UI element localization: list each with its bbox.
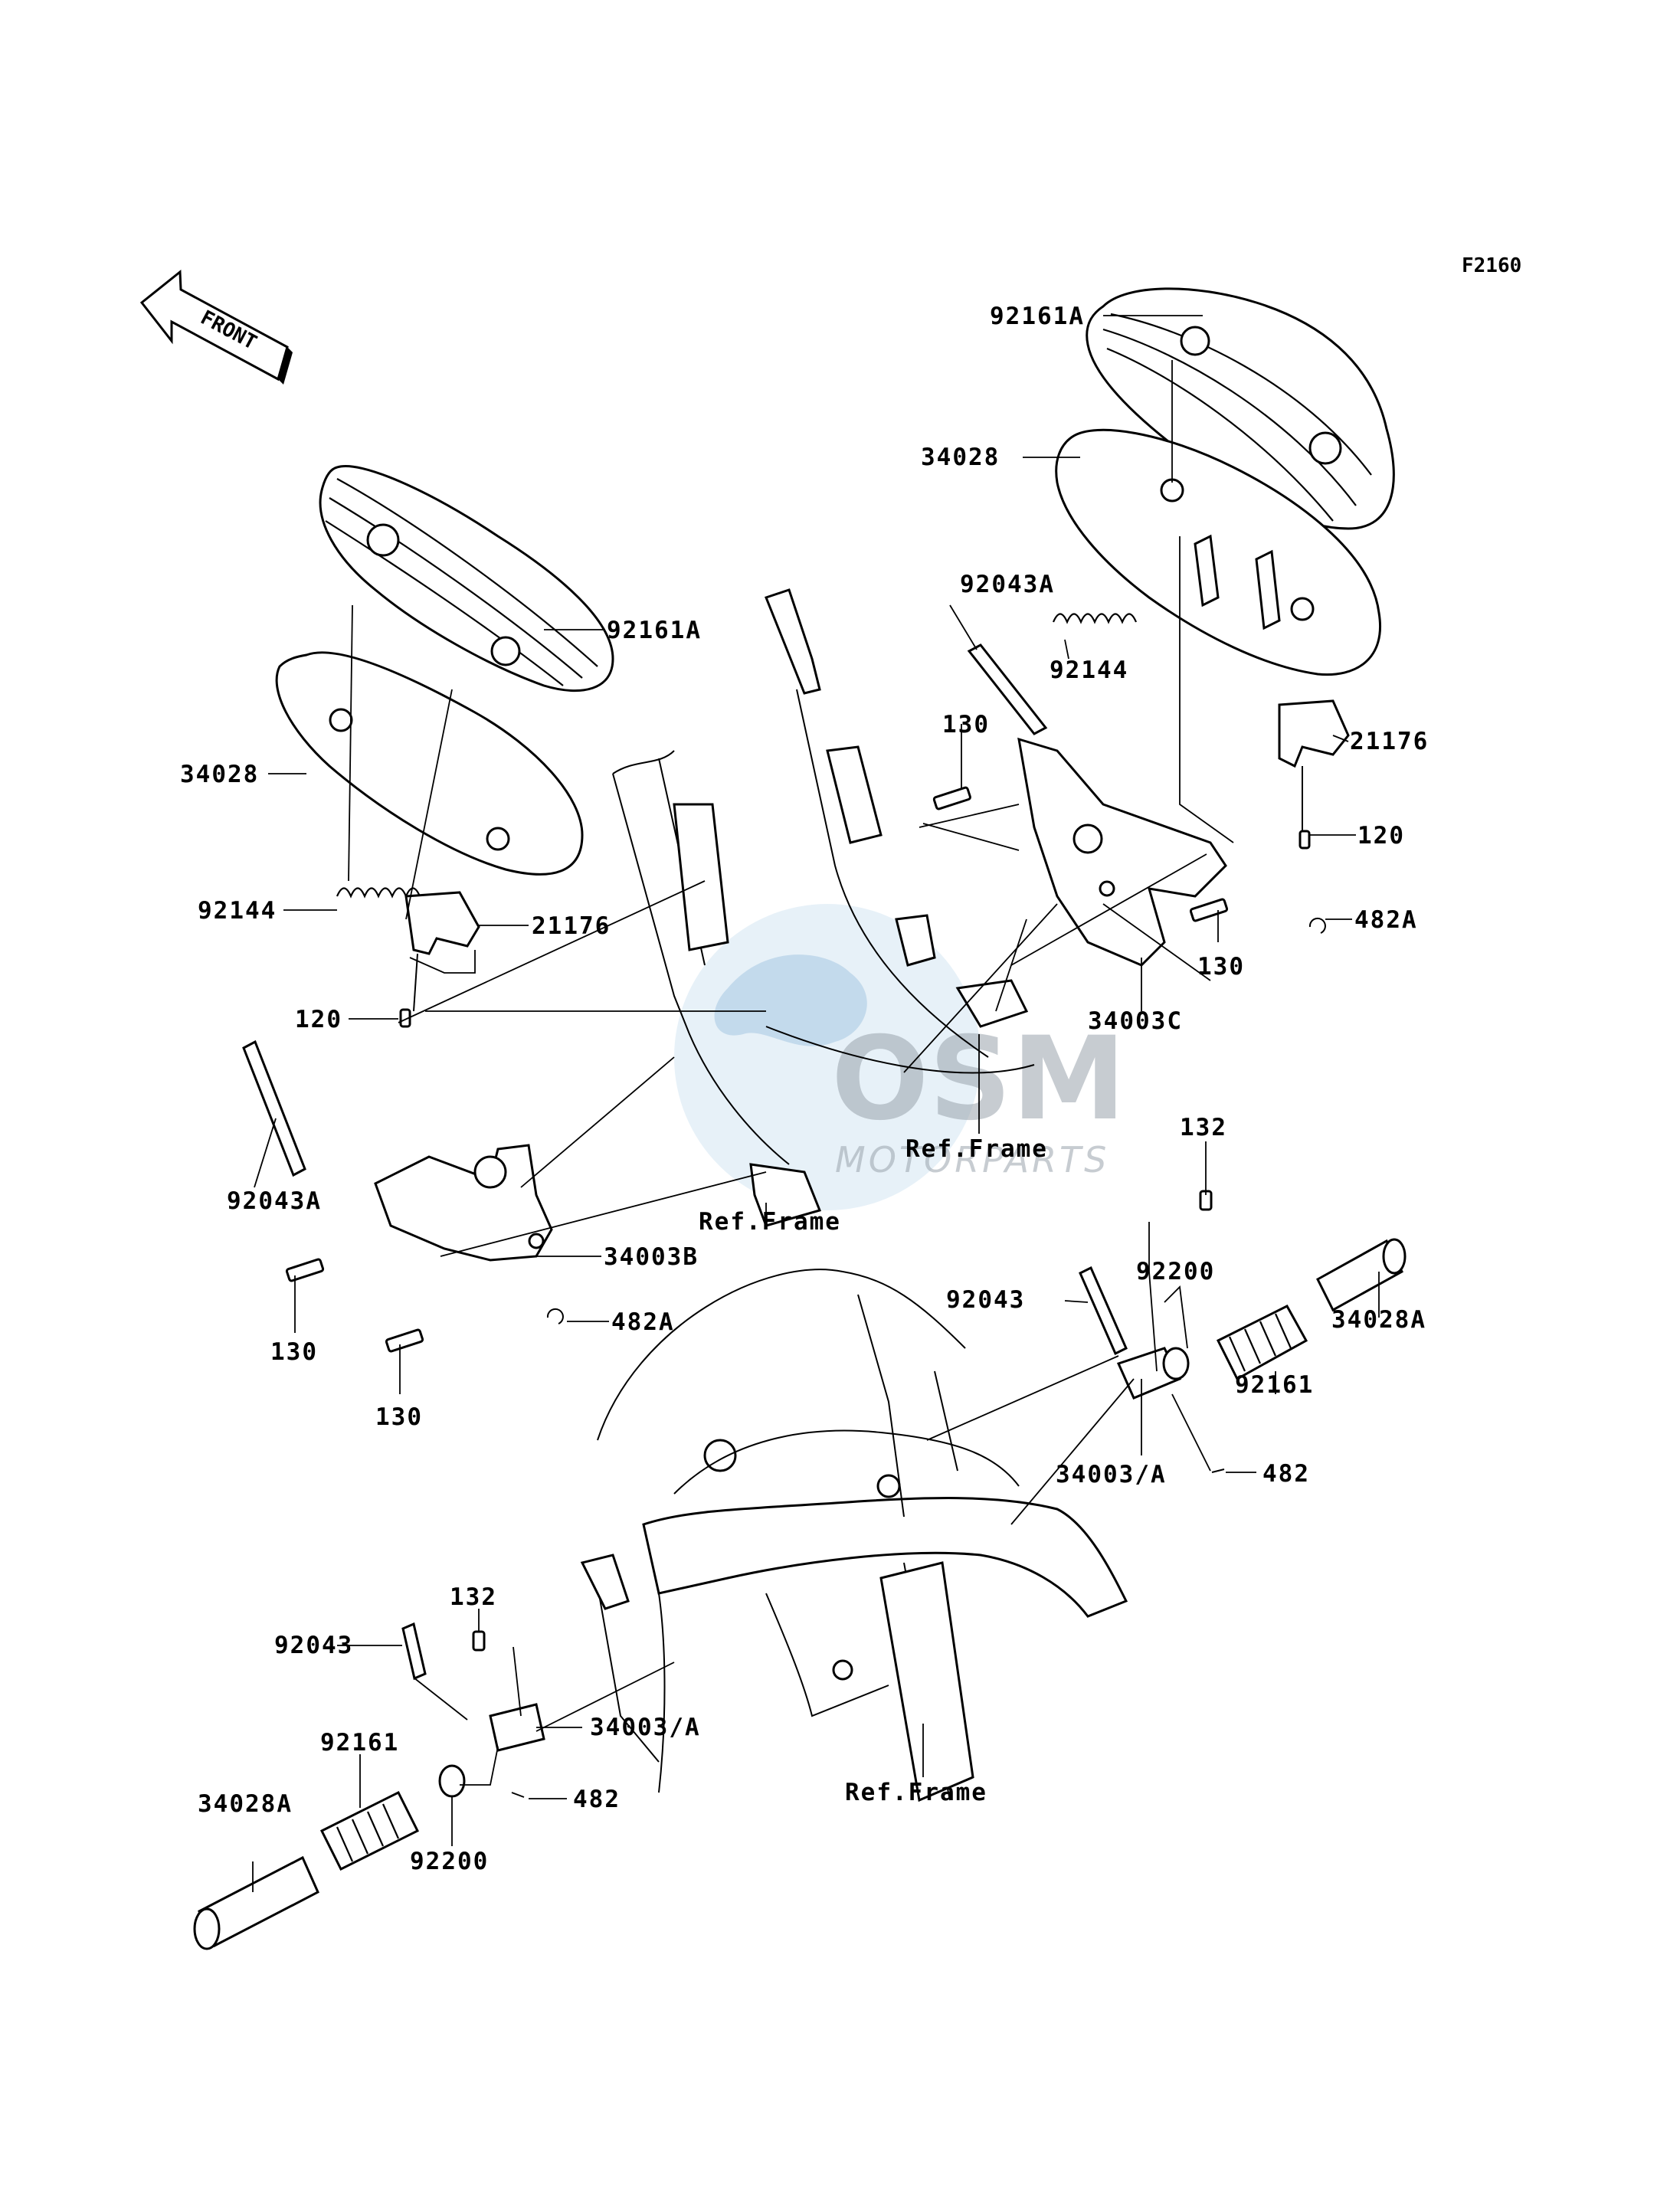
label-92043-right: 92043 [946, 1286, 1025, 1314]
footpeg-rubber-92161-left [319, 1790, 420, 1871]
bolt-132-left [472, 1630, 486, 1652]
label-92200-right: 92200 [1136, 1258, 1215, 1285]
label-ref-frame-a: Ref.Frame [905, 1135, 1048, 1163]
clip-482A-right [1308, 917, 1326, 934]
label-482-right: 482 [1262, 1460, 1310, 1488]
floorboard-left [319, 465, 614, 692]
label-130-right-bot: 130 [1197, 953, 1245, 981]
label-92200-left: 92200 [410, 1848, 489, 1875]
footpeg-rubber-92161-right [1216, 1305, 1308, 1381]
peg-bracket-34003A-left [489, 1703, 545, 1752]
pin-92043A-right [967, 643, 1048, 735]
frame-upper-right [765, 588, 1035, 1074]
label-482A-right: 482A [1354, 906, 1418, 934]
pin-92043-right [1079, 1265, 1128, 1356]
label-34028A-left: 34028A [198, 1790, 293, 1818]
label-92161-right: 92161 [1235, 1371, 1314, 1399]
bolt-120-right [1298, 830, 1311, 850]
label-92043A-right: 92043A [960, 571, 1055, 598]
washer-92200-left [438, 1764, 466, 1798]
frame-main [580, 1269, 1128, 1802]
bracket-21176-left [404, 891, 480, 955]
bracket-34003B [374, 1144, 553, 1262]
part-labels: 92161A 34028 92043A 92144 130 21176 120 … [180, 303, 1429, 1875]
label-92144-right: 92144 [1050, 656, 1128, 684]
bolt-130-left-b [385, 1328, 424, 1353]
clip-482-left [511, 1792, 525, 1798]
label-92043A-left: 92043A [227, 1187, 322, 1215]
label-ref-frame-c: Ref.Frame [845, 1779, 987, 1806]
bolt-130-right-top [932, 786, 971, 810]
leader-lines [252, 315, 1380, 1892]
floorboard-plate-left [275, 651, 584, 876]
label-482A-left: 482A [611, 1308, 675, 1336]
floorboard-plate-right [1055, 428, 1381, 676]
label-482-left: 482 [573, 1786, 621, 1813]
label-34003C: 34003C [1088, 1007, 1183, 1035]
label-34028-left: 34028 [180, 761, 259, 788]
label-21176-left: 21176 [532, 912, 611, 940]
clip-482-right [1211, 1468, 1225, 1473]
diagram-code: F2160 [1462, 254, 1521, 277]
label-92161-left: 92161 [320, 1729, 399, 1757]
label-92144-left: 92144 [198, 897, 277, 925]
footpeg-34028A-right [1316, 1238, 1407, 1312]
label-120-left: 120 [295, 1006, 342, 1033]
bolt-130-right-bot [1189, 898, 1229, 922]
front-direction-arrow-icon: FRONT [139, 269, 293, 385]
label-34028-top: 34028 [921, 444, 1000, 471]
bracket-21176-right [1278, 699, 1350, 768]
floorboard-right [1086, 287, 1395, 530]
label-34003A-right: 34003/A [1056, 1461, 1167, 1488]
bolt-130-left-a [285, 1258, 325, 1282]
footpeg-34028A-left [193, 1855, 319, 1950]
label-120-right: 120 [1357, 822, 1405, 850]
label-130-left-b: 130 [375, 1403, 423, 1431]
label-21176-right: 21176 [1350, 728, 1429, 755]
label-34003B: 34003B [604, 1243, 699, 1271]
label-34003A-left: 34003/A [590, 1714, 701, 1741]
spring-92144-right [1052, 613, 1138, 624]
pin-92043A-left [242, 1040, 306, 1177]
label-92161A-top: 92161A [990, 303, 1085, 330]
label-ref-frame-b: Ref.Frame [699, 1208, 841, 1236]
label-92161A-left: 92161A [607, 617, 702, 644]
label-130-left-a: 130 [270, 1338, 318, 1366]
watermark-sub: MOTORPARTS [835, 1139, 1109, 1180]
frame-upper-left [612, 750, 822, 1227]
label-132-right: 132 [1180, 1114, 1227, 1141]
washer-92200-right [1162, 1347, 1190, 1380]
label-132-left: 132 [450, 1583, 497, 1611]
label-92043-left: 92043 [274, 1632, 353, 1659]
pin-92043-left [401, 1622, 427, 1681]
watermark: OSM MOTORPARTS [674, 904, 1126, 1210]
label-34028A-right: 34028A [1331, 1306, 1426, 1334]
bracket-34003C [1017, 737, 1227, 967]
label-130-right-top: 130 [942, 711, 990, 738]
clip-482A-left [546, 1308, 564, 1324]
